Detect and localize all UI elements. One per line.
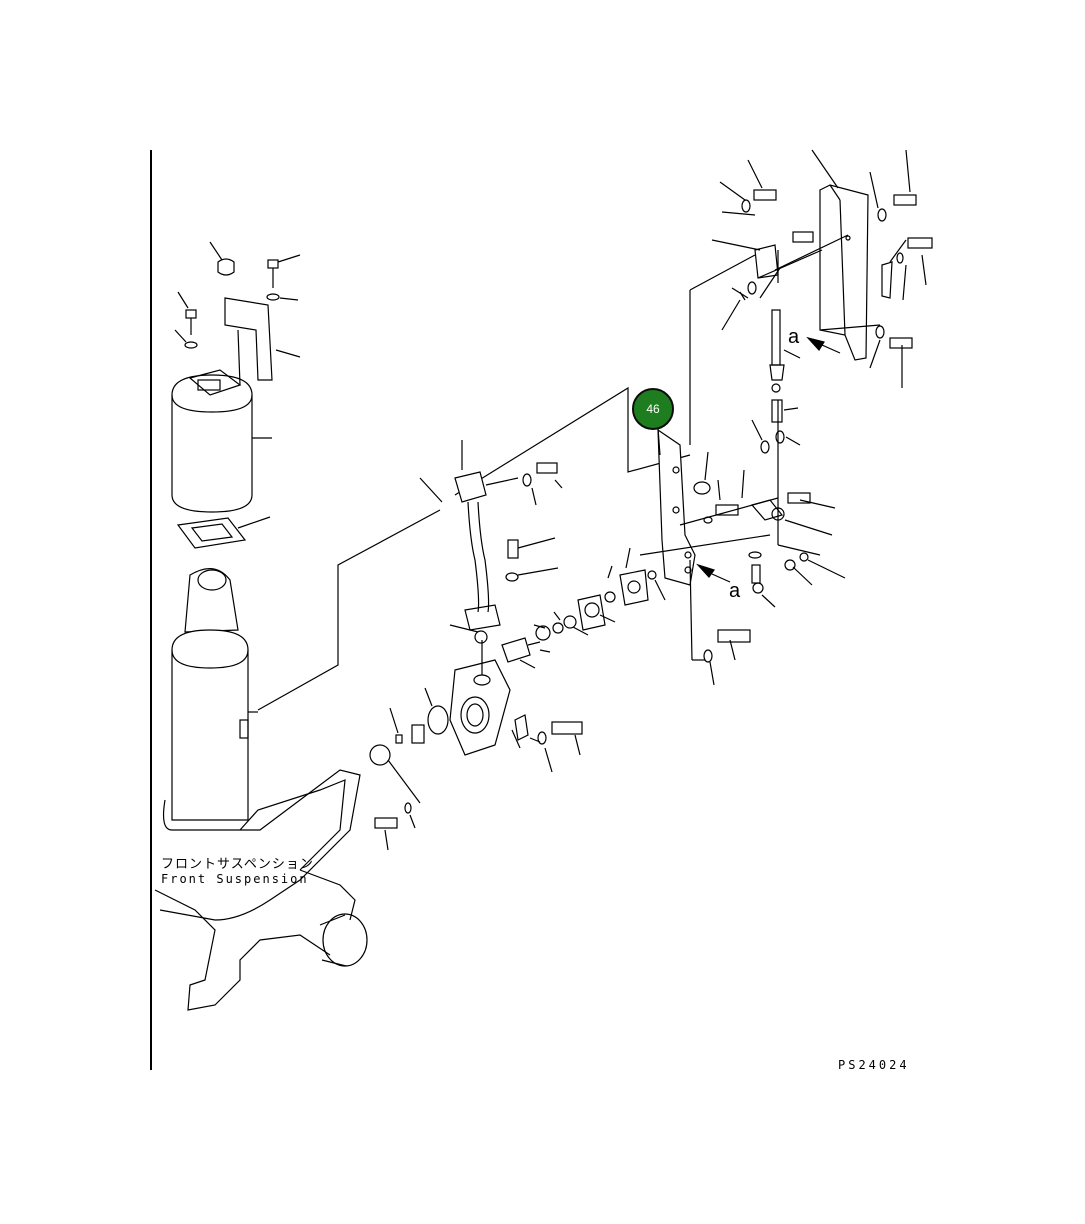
pipe-assembly <box>449 440 563 644</box>
front-suspension-label-jp: フロントサスペンション <box>161 857 314 872</box>
front-suspension-label-en: Front Suspension <box>161 872 309 886</box>
view-marker-a-lower: a <box>729 580 741 602</box>
view-marker-a-upper: a <box>788 326 800 348</box>
top-right-bracket <box>689 184 933 445</box>
right-bracket-assembly <box>639 399 821 663</box>
valve-body <box>369 569 657 851</box>
leader-lines <box>511 149 927 749</box>
frame-border-left <box>150 150 152 1070</box>
front-suspension-body <box>154 568 368 1011</box>
part-callout-46[interactable]: 46 <box>632 388 674 430</box>
cylinder-assembly <box>171 241 301 549</box>
drawing-code: PS24024 <box>838 1058 910 1072</box>
